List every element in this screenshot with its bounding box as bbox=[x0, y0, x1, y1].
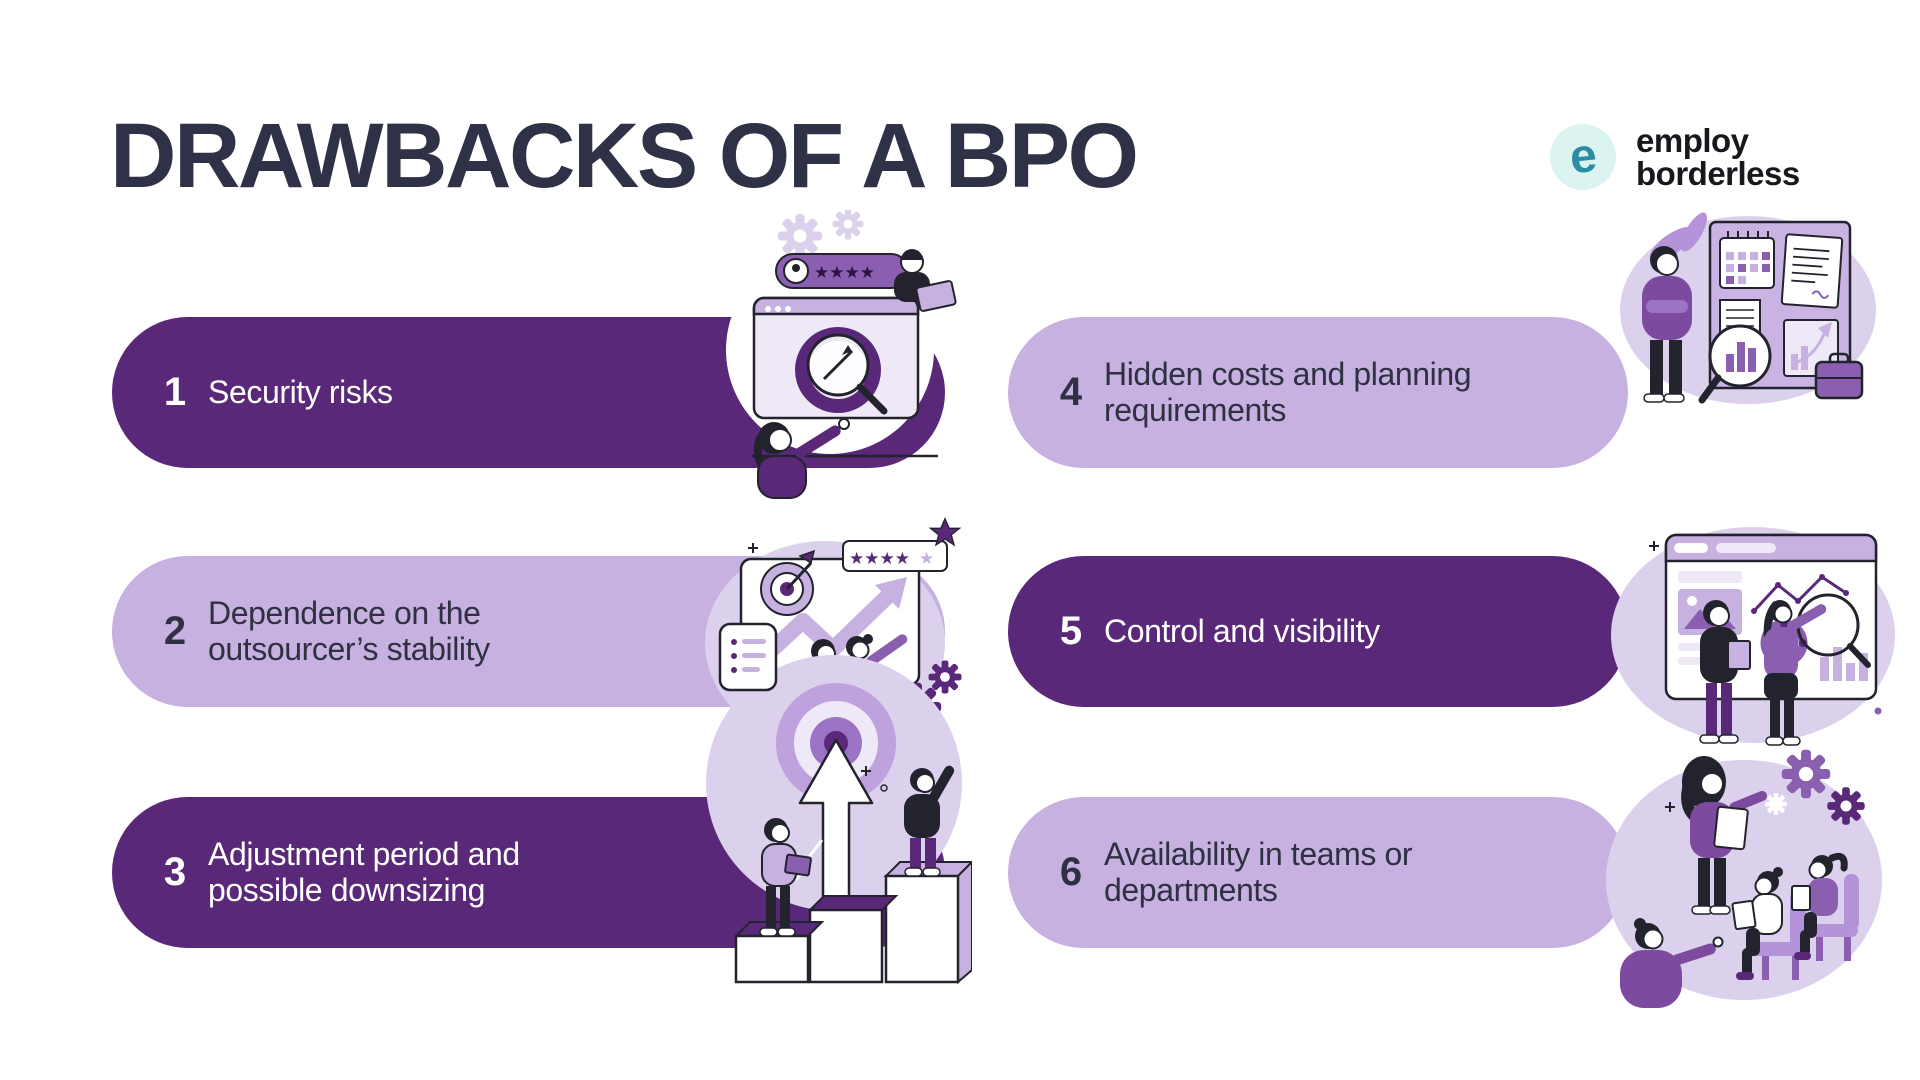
card-label: Dependence on the outsourcer’s stability bbox=[208, 595, 490, 667]
illustration-hidden-costs-planning bbox=[1598, 208, 1880, 413]
card-number: 2 bbox=[163, 609, 187, 653]
sparkle-dot bbox=[880, 784, 888, 792]
magnifier-icon bbox=[1698, 324, 1772, 404]
card-number: 4 bbox=[1059, 370, 1083, 414]
security-risks-scene: ★★★★ bbox=[726, 210, 957, 499]
illustration-control-visibility bbox=[1588, 515, 1900, 763]
sparkle-icon bbox=[861, 766, 871, 776]
foreground-person bbox=[1620, 918, 1724, 1008]
brand-name-line1: employ bbox=[1636, 122, 1749, 159]
leaf-decoration bbox=[1681, 212, 1707, 252]
document-icon bbox=[1780, 233, 1844, 309]
seated-person-back bbox=[1791, 852, 1859, 961]
illustration-security-risks: ★★★★ bbox=[688, 210, 963, 500]
svg-text:★★★★: ★★★★ bbox=[849, 549, 910, 569]
illustration-adjustment-downsizing bbox=[696, 618, 972, 1006]
checklist-icon bbox=[718, 622, 778, 692]
user-rating-badge: ★★★★ bbox=[775, 253, 909, 289]
card-label-line1: Availability in teams or bbox=[1104, 836, 1413, 873]
card-label-line2: outsourcer’s stability bbox=[208, 630, 490, 667]
card-label: Availability in teams or departments bbox=[1104, 836, 1413, 908]
card-label-line1: Control and visibility bbox=[1104, 612, 1380, 649]
card-label-line1: Security risks bbox=[208, 373, 393, 410]
sparkle-icon bbox=[1665, 802, 1675, 812]
card-label: Hidden costs and planning requirements bbox=[1104, 356, 1472, 428]
svg-text:★: ★ bbox=[919, 549, 934, 569]
illustration-teams-availability bbox=[1592, 740, 1890, 1012]
sparkle-icon bbox=[919, 276, 929, 286]
svg-text:★★★★: ★★★★ bbox=[814, 263, 875, 283]
target-icon bbox=[760, 549, 816, 616]
card-label: Control and visibility bbox=[1104, 612, 1380, 649]
card-label-line2: possible downsizing bbox=[208, 871, 486, 908]
card-number: 5 bbox=[1059, 609, 1083, 653]
brand-logo-icon: e bbox=[1550, 124, 1616, 190]
brand-name: employ borderless bbox=[1636, 124, 1800, 190]
card-label-line1: Dependence on the bbox=[208, 595, 481, 632]
briefcase-icon bbox=[1814, 352, 1864, 400]
sparkle-dot bbox=[1874, 707, 1882, 715]
card-label-line2: requirements bbox=[1104, 391, 1286, 428]
logo-e-glyph: e bbox=[1566, 128, 1599, 185]
presenter-person bbox=[1681, 756, 1768, 915]
magnifier-icon bbox=[806, 333, 888, 415]
thinking-person bbox=[1642, 246, 1692, 403]
card-label-line1: Hidden costs and planning bbox=[1104, 356, 1472, 393]
person-on-lower-step bbox=[759, 818, 812, 937]
rating-card: ★★★★ ★ bbox=[842, 518, 961, 572]
person-presenting bbox=[1763, 600, 1827, 746]
card-6-teams-availability: 6 Availability in teams or departments bbox=[1008, 797, 1628, 948]
person-with-magnifier bbox=[753, 418, 850, 499]
steps-blocks bbox=[733, 860, 972, 985]
calendar-icon bbox=[1719, 231, 1775, 289]
gear-icon bbox=[826, 210, 870, 246]
adjustment-scene bbox=[706, 622, 972, 985]
person-on-top-step bbox=[904, 765, 955, 877]
brand-name-line2: borderless bbox=[1636, 155, 1800, 192]
card-4-hidden-costs: 4 Hidden costs and planning requirements bbox=[1008, 317, 1628, 468]
page-title: DRAWBACKS OF A BPO bbox=[110, 105, 1139, 207]
bar-chart bbox=[1820, 647, 1868, 681]
card-number: 3 bbox=[163, 850, 187, 894]
card-number: 6 bbox=[1059, 850, 1083, 894]
card-label-line1: Adjustment period and bbox=[208, 836, 520, 873]
card-number: 1 bbox=[163, 370, 187, 414]
planning-scene bbox=[1620, 212, 1876, 404]
person-viewer bbox=[1699, 600, 1751, 744]
card-label: Adjustment period and possible downsizin… bbox=[208, 836, 520, 908]
growth-arrow-head bbox=[875, 577, 907, 609]
growth-arrow bbox=[745, 585, 899, 675]
sparkle-icon bbox=[748, 543, 758, 553]
brand-logo: e employ borderless bbox=[1550, 124, 1800, 190]
dashboard-scene bbox=[1611, 527, 1895, 746]
person-with-laptop bbox=[894, 249, 957, 312]
sparkle-icon bbox=[1649, 541, 1659, 551]
card-label: Security risks bbox=[208, 373, 393, 410]
team-meeting-scene bbox=[1606, 740, 1882, 1008]
card-5-control-visibility: 5 Control and visibility bbox=[1008, 556, 1628, 707]
card-label-line2: departments bbox=[1104, 871, 1278, 908]
